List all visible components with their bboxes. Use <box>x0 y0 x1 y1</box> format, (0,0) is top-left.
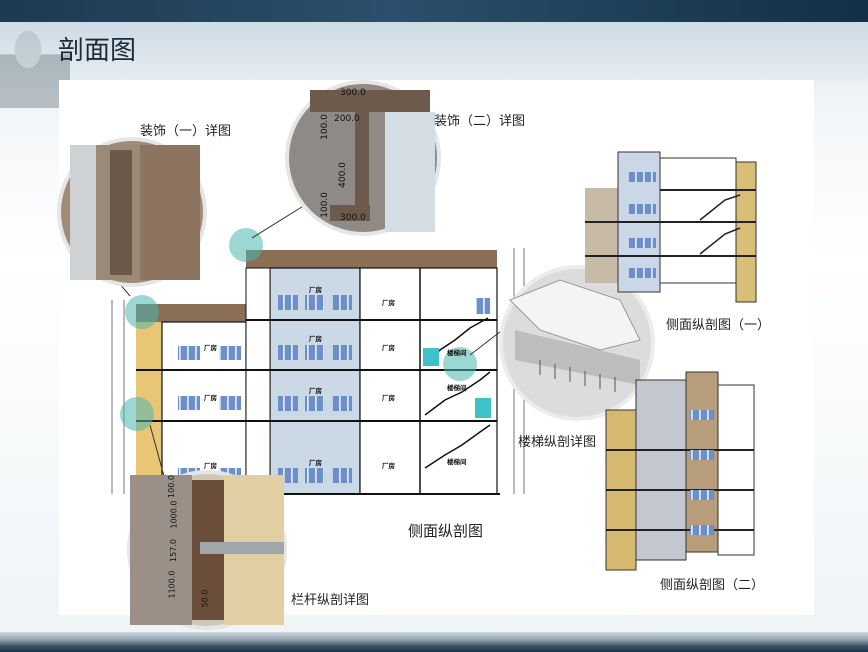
room-label: 厂房 <box>309 459 322 467</box>
main-section <box>111 248 525 495</box>
caption-stair-detail: 楼梯纵剖详图 <box>518 435 597 450</box>
roof-right <box>360 250 497 268</box>
detail-stair-zoom <box>499 265 655 421</box>
roof-left <box>136 304 246 322</box>
room-label: 楼梯间 <box>447 349 467 357</box>
highlight-circle <box>443 347 477 381</box>
room-label: 厂房 <box>204 462 217 470</box>
stair-flight <box>424 424 491 469</box>
dimension-label: 157.0 <box>168 539 178 562</box>
room-label: 厂房 <box>382 299 395 307</box>
room-label: 楼梯间 <box>447 458 467 466</box>
room-label: 厂房 <box>382 394 395 402</box>
room-label: 楼梯间 <box>447 384 467 392</box>
header-photo <box>0 18 70 108</box>
room-label: 厂房 <box>309 387 322 395</box>
caption-side-1: 侧面纵剖图（一） <box>666 318 771 333</box>
window <box>219 396 241 410</box>
highlight-circle <box>229 228 263 262</box>
side-section-1-render <box>585 151 757 303</box>
window <box>219 346 241 360</box>
room-label: 厂房 <box>204 394 217 402</box>
center-windows <box>278 295 352 483</box>
dimension-label: 1100.0 <box>167 570 177 599</box>
detail-deco2-zoom <box>285 80 441 236</box>
slide-title: 剖面图 <box>58 36 137 66</box>
room-label: 厂房 <box>309 335 322 343</box>
room-label: 厂房 <box>382 344 395 352</box>
stair-window <box>423 348 439 366</box>
window <box>178 346 200 360</box>
top-banner <box>0 0 868 22</box>
caption-side-2: 侧面纵剖图（二） <box>660 578 765 593</box>
stair-window <box>475 398 491 418</box>
leader-arrow <box>469 327 506 356</box>
stair-flight <box>424 371 491 416</box>
dimension-label: 100.0 <box>166 475 176 498</box>
highlight-circle <box>120 397 154 431</box>
dimension-label: 100.0 <box>319 192 330 218</box>
highlight-circle <box>125 295 159 329</box>
room-label: 厂房 <box>309 286 322 294</box>
center-column <box>245 267 271 495</box>
right-rooms <box>359 267 498 495</box>
window <box>178 396 200 410</box>
caption-deco2: 装饰（二）详图 <box>434 114 526 129</box>
dimension-label: 100.0 <box>319 114 330 140</box>
dimension-label: 300.0 <box>340 213 366 223</box>
roof-center <box>246 250 360 268</box>
side-section-2-render <box>605 371 755 571</box>
detail-rail-zoom <box>127 470 287 630</box>
bottom-banner <box>0 632 868 652</box>
caption-rail-detail: 栏杆纵剖详图 <box>291 593 370 608</box>
room-label: 厂房 <box>204 344 217 352</box>
caption-deco1: 装饰（一）详图 <box>140 124 232 139</box>
detail-deco1-zoom <box>57 137 207 287</box>
dimension-label: 50.0 <box>200 589 210 608</box>
dimension-label: 1000.0 <box>169 500 179 529</box>
dimension-label: 400.0 <box>337 162 348 188</box>
room-label: 厂房 <box>382 462 395 470</box>
caption-side-main: 侧面纵剖图 <box>408 522 484 540</box>
dimension-label: 300.0 <box>340 88 366 98</box>
stair-window <box>476 298 490 314</box>
dimension-label: 200.0 <box>334 114 360 124</box>
leader-arrow <box>251 204 306 239</box>
